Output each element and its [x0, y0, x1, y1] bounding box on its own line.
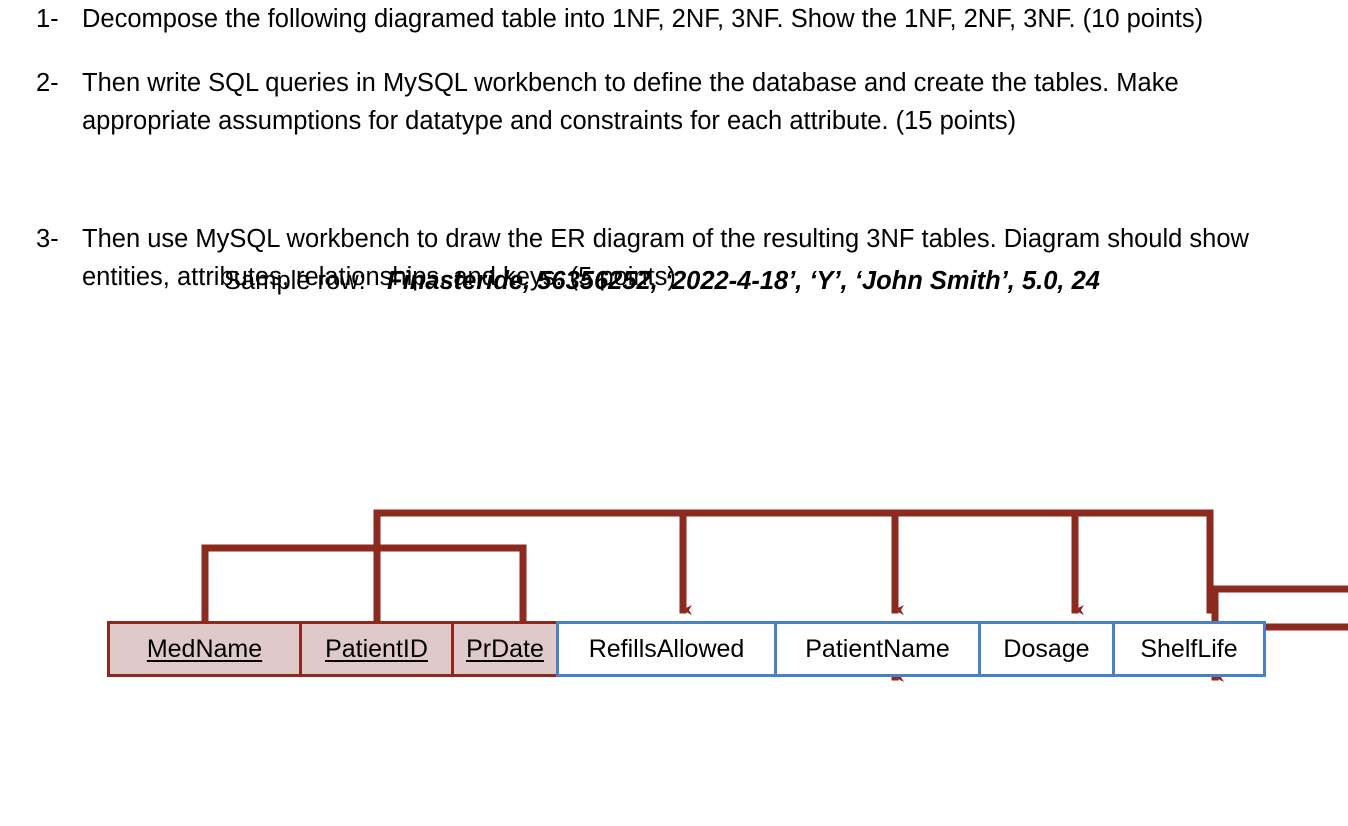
question-marker-1: 1- — [36, 5, 59, 33]
question-item-2: 2- Then write SQL queries in MySQL workb… — [0, 64, 1348, 140]
sample-row-value: Finasteride, 56356252, ‘2022-4-18’, ‘Y’,… — [387, 267, 1100, 295]
question-marker-3: 3- — [36, 225, 59, 253]
fd-column-refillsallowed[interactable]: RefillsAllowed — [556, 621, 777, 677]
fd-column-prdate[interactable]: PrDate — [451, 621, 559, 677]
fd-column-dosage[interactable]: Dosage — [978, 621, 1115, 677]
fd-column-shelflife[interactable]: ShelfLife — [1112, 621, 1266, 677]
question-item-1: 1- Decompose the following diagramed tab… — [0, 0, 1348, 38]
question-text-1: Decompose the following diagramed table … — [82, 5, 1204, 33]
fd-column-label: ShelfLife — [1140, 634, 1238, 663]
fd-column-label: Dosage — [1003, 634, 1090, 663]
sample-row-label: Sample row: — [224, 267, 366, 295]
fd-column-label: RefillsAllowed — [588, 634, 745, 663]
question-text-2: Then write SQL queries in MySQL workbenc… — [82, 69, 1179, 135]
fd-arrow-medname-patientid — [201, 544, 527, 625]
fd-column-patientid[interactable]: PatientID — [299, 621, 454, 677]
fd-column-label: PatientID — [325, 634, 428, 663]
fd-column-label: PatientName — [805, 634, 950, 663]
fd-attribute-table: MedName PatientID PrDate RefillsAllowed … — [107, 621, 1266, 677]
question-marker-2: 2- — [36, 69, 59, 97]
sample-row-line: Sample row: Finasteride, 56356252, ‘2022… — [0, 262, 1348, 300]
fd-arrow-full-key — [373, 509, 1219, 625]
fd-column-medname[interactable]: MedName — [107, 621, 302, 677]
fd-diagram: MedName PatientID PrDate RefillsAllowed … — [0, 470, 1348, 820]
assignment-questions: 1- Decompose the following diagramed tab… — [0, 0, 1348, 322]
fd-column-patientname[interactable]: PatientName — [774, 621, 981, 677]
question-item-3: 3- Then use MySQL workbench to draw the … — [0, 220, 1348, 296]
question-text-3: Then use MySQL workbench to draw the ER … — [82, 225, 1249, 291]
fd-column-label: MedName — [146, 634, 263, 663]
fd-column-label: PrDate — [466, 634, 544, 663]
